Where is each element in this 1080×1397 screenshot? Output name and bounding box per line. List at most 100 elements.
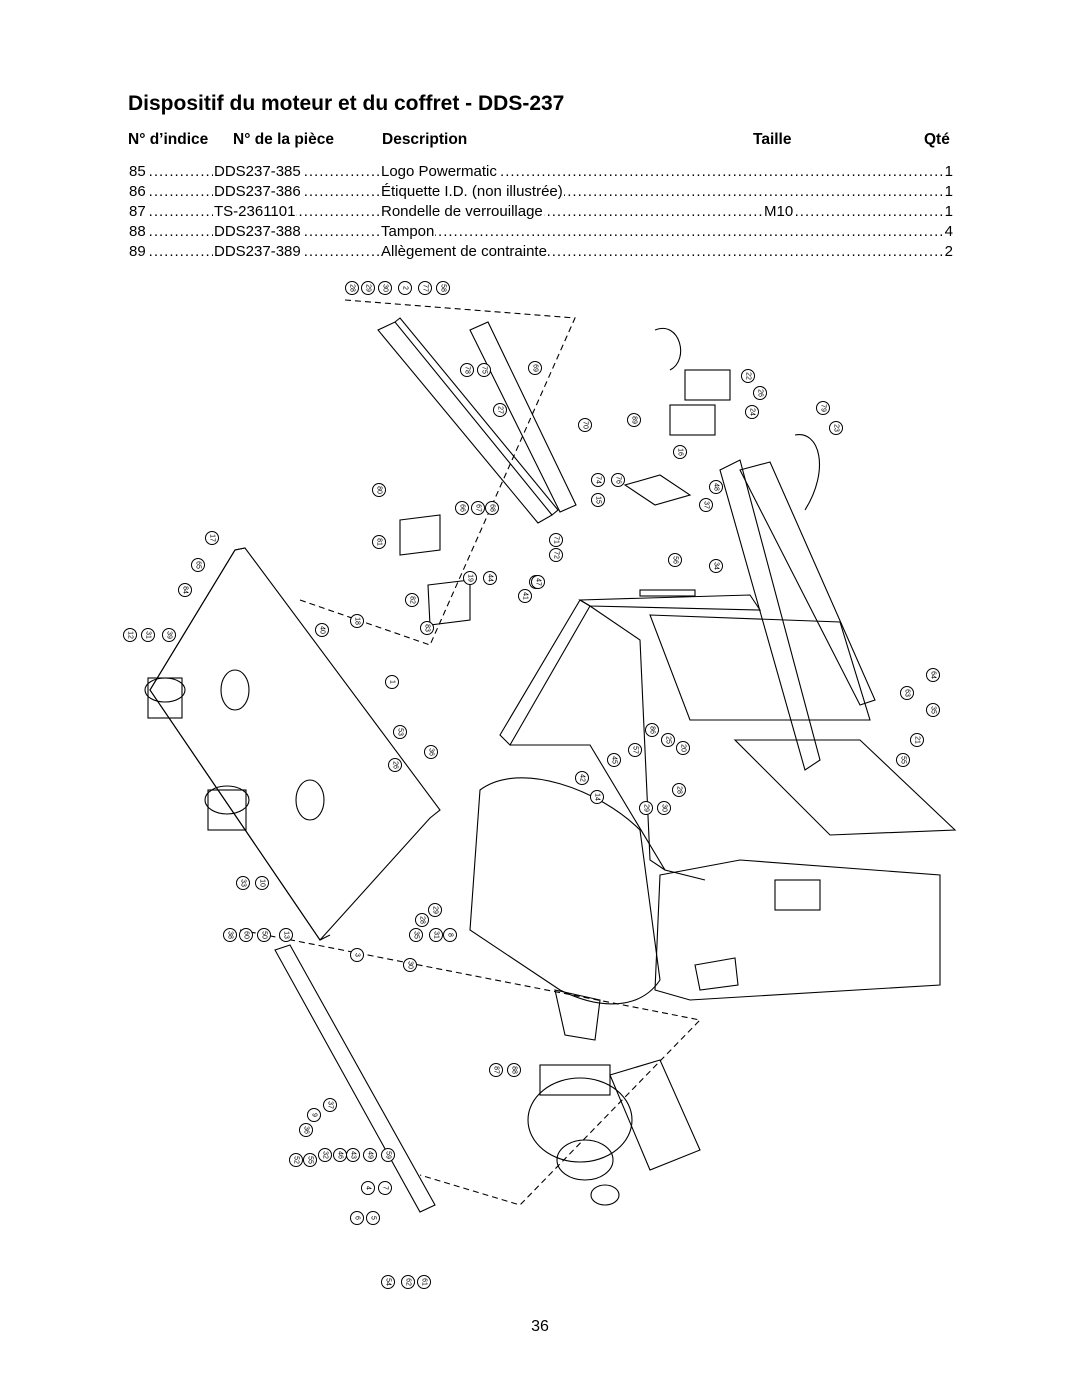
callout-bubble: 61 xyxy=(417,1275,431,1289)
callout-circle xyxy=(485,501,499,515)
callout-bubble: 74 xyxy=(591,473,605,487)
callout-circle xyxy=(255,876,269,890)
callout-circle xyxy=(345,281,359,295)
table-row: ........................................… xyxy=(128,223,954,243)
callout-bubble: 55 xyxy=(303,1153,317,1167)
row-index: 85 xyxy=(128,163,147,180)
callout-number: 79 xyxy=(820,404,827,412)
callout-bubble: 29 xyxy=(428,903,442,917)
callout-number: 71 xyxy=(553,536,560,544)
callout-circle xyxy=(676,741,690,755)
callout-number: 28 xyxy=(676,786,683,794)
callout-circle xyxy=(303,1153,317,1167)
cabinet-top-beam xyxy=(578,594,762,611)
callout-bubble: 32 xyxy=(318,1148,332,1162)
callout-bubble: 70 xyxy=(578,418,592,432)
callout-bubble: 30 xyxy=(403,958,417,972)
callout-number: 53 xyxy=(397,728,404,736)
callout-number: 64 xyxy=(930,671,937,679)
callout-bubble: 38 xyxy=(223,928,237,942)
callout-number: 88 xyxy=(511,1066,518,1074)
callout-bubble: 35 xyxy=(926,703,940,717)
row-qty: 2 xyxy=(943,243,954,260)
page-number: 36 xyxy=(531,1318,549,1335)
callout-number: 55 xyxy=(307,1156,314,1164)
callout-circle xyxy=(668,553,682,567)
assembly-linework xyxy=(144,299,957,1213)
callout-number: 16 xyxy=(677,448,684,456)
callout-number: 60 xyxy=(243,931,250,939)
callout-circle xyxy=(346,1148,360,1162)
callout-number: 12 xyxy=(127,631,134,639)
callout-circle xyxy=(372,483,386,497)
callout-number: 36 xyxy=(428,748,435,756)
callout-number: 74 xyxy=(595,476,602,484)
callout-bubble: 4 xyxy=(361,1181,375,1195)
callout-circle xyxy=(531,575,545,589)
callout-circle xyxy=(385,675,399,689)
callout-bubble: 79 xyxy=(816,401,830,415)
callout-bubble: 14 xyxy=(590,790,604,804)
callout-bubble: 23 xyxy=(829,421,843,435)
callout-circle xyxy=(549,533,563,547)
callout-number: 67 xyxy=(475,504,482,512)
callout-circle xyxy=(590,790,604,804)
callout-number: 29 xyxy=(432,906,439,914)
header-description: Description xyxy=(382,131,468,148)
callout-bubble: 6 xyxy=(350,1211,364,1225)
row-part: DDS237-389 xyxy=(213,243,302,260)
callout-bubble: 26 xyxy=(753,386,767,400)
callout-number: 48 xyxy=(713,483,720,491)
callout-bubble: 83 xyxy=(420,621,434,635)
callout-bubble: 66 xyxy=(455,501,469,515)
callout-number: 50 xyxy=(261,931,268,939)
callout-bubble: 7 xyxy=(378,1181,392,1195)
callout-number: 55 xyxy=(900,756,907,764)
callout-bubble: 44 xyxy=(483,571,497,585)
callout-number: 4 xyxy=(365,1186,372,1190)
callout-bubble: 43 xyxy=(346,1148,360,1162)
page-title: Dispositif du moteur et du coffret - DDS… xyxy=(128,92,565,115)
callout-bubble: 9 xyxy=(307,1108,321,1122)
callout-bubble: 56 xyxy=(668,553,682,567)
callout-bubble: 68 xyxy=(485,501,499,515)
callout-circle xyxy=(239,928,253,942)
callout-number: 30 xyxy=(382,284,389,292)
callout-circle xyxy=(236,876,250,890)
cabinet-top-panel xyxy=(649,614,871,721)
leader-dots: ........................................… xyxy=(128,223,954,240)
callout-bubble: 81 xyxy=(372,535,386,549)
callout-bubble: 17 xyxy=(205,531,219,545)
left-cover-part xyxy=(149,547,441,941)
callout-bubble: 65 xyxy=(191,558,205,572)
callout-number: 3 xyxy=(354,953,361,957)
callout-circle xyxy=(639,801,653,815)
callout-number: 80 xyxy=(376,486,383,494)
callout-number: 72 xyxy=(553,551,560,559)
row-qty: 4 xyxy=(943,223,954,240)
callout-number: 17 xyxy=(209,534,216,542)
row-index: 87 xyxy=(128,203,147,220)
callout-bubble: 69 xyxy=(528,361,542,375)
callout-number: 35 xyxy=(413,931,420,939)
callout-circle xyxy=(417,1275,431,1289)
callout-bubble: 30 xyxy=(378,281,392,295)
callout-bubble: 41 xyxy=(518,589,532,603)
callout-bubble: 21 xyxy=(910,733,924,747)
callout-circle xyxy=(401,1275,415,1289)
callout-number: 68 xyxy=(489,504,496,512)
callout-circle xyxy=(307,1108,321,1122)
callout-circle xyxy=(191,558,205,572)
callout-number: 29 xyxy=(643,804,650,812)
callout-bubble: 88 xyxy=(507,1063,521,1077)
callout-circle xyxy=(318,1148,332,1162)
callout-circle xyxy=(628,743,642,757)
callout-bubble: 77 xyxy=(418,281,432,295)
callout-circle xyxy=(709,480,723,494)
callout-bubble: 60 xyxy=(239,928,253,942)
callout-circle xyxy=(361,1181,375,1195)
callout-circle xyxy=(477,363,491,377)
row-part: TS-2361101 xyxy=(213,203,297,220)
callout-bubble: 59 xyxy=(381,1148,395,1162)
callout-circle xyxy=(926,703,940,717)
